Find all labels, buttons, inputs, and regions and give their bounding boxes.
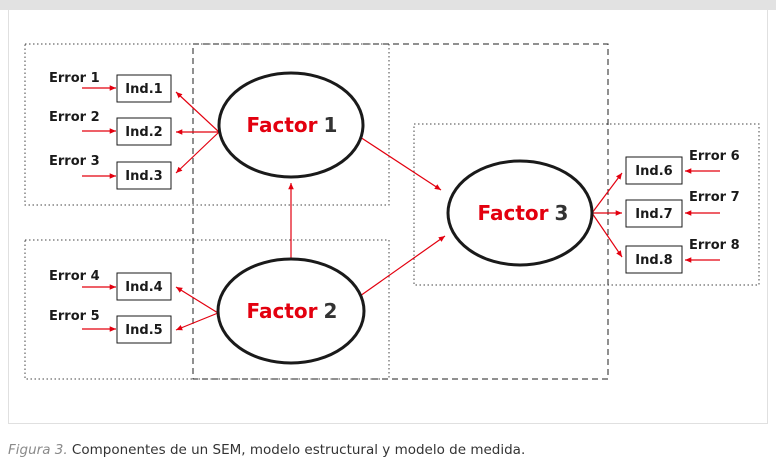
error-label-5: Error 5	[49, 309, 100, 324]
structural-arrow-f1-f3	[359, 136, 442, 191]
indicator-label-6: Ind.6	[635, 164, 672, 179]
indicator-box-1	[116, 74, 172, 103]
error-label-7: Error 7	[689, 190, 740, 205]
loading-arrow-f1-ind1	[175, 91, 220, 133]
indicator-label-3: Ind.3	[125, 169, 162, 184]
top-bar	[0, 0, 776, 10]
indicator-label-4: Ind.4	[125, 280, 162, 295]
error-label-3: Error 3	[49, 154, 100, 169]
structural-model-outline	[192, 43, 609, 380]
indicator-label-2: Ind.2	[125, 125, 162, 140]
error-label-6: Error 6	[689, 149, 740, 164]
indicator-label-1: Ind.1	[125, 82, 162, 97]
indicator-box-8	[625, 245, 683, 274]
factor-3-ellipse	[446, 159, 594, 267]
indicator-label-5: Ind.5	[125, 323, 162, 338]
figure-caption: Figura 3. Componentes de un SEM, modelo …	[8, 442, 525, 458]
indicator-box-3	[116, 161, 172, 190]
factor-2-ellipse	[216, 257, 366, 365]
structural-arrow-f2-f3	[359, 235, 446, 297]
indicator-box-2	[116, 117, 172, 146]
loading-arrow-f1-ind3	[175, 131, 220, 174]
indicator-box-7	[625, 199, 683, 228]
measurement-group-factor-1	[24, 43, 390, 206]
figure-caption-label: Figura 3.	[8, 442, 68, 458]
figure-frame	[8, 10, 768, 424]
figure-caption-text: Componentes de un SEM, modelo estructura…	[67, 442, 526, 458]
error-label-4: Error 4	[49, 269, 100, 284]
factor-1-ellipse	[217, 71, 365, 179]
indicator-box-4	[116, 272, 172, 301]
indicator-box-6	[625, 156, 683, 185]
loading-arrow-f3-ind6	[591, 172, 623, 214]
loading-arrow-f2-ind4	[175, 286, 219, 314]
error-label-1: Error 1	[49, 71, 100, 86]
indicator-box-5	[116, 315, 172, 344]
loading-arrow-f3-ind8	[591, 212, 623, 258]
indicator-label-8: Ind.8	[635, 253, 672, 268]
sem-diagram: Error 1 Error 2 Error 3 Error 4 Error 5 …	[24, 43, 760, 380]
loading-arrow-f2-ind5	[175, 312, 219, 331]
measurement-group-factor-3	[413, 123, 760, 286]
indicator-label-7: Ind.7	[635, 207, 672, 222]
error-label-2: Error 2	[49, 110, 100, 125]
error-label-8: Error 8	[689, 238, 740, 253]
